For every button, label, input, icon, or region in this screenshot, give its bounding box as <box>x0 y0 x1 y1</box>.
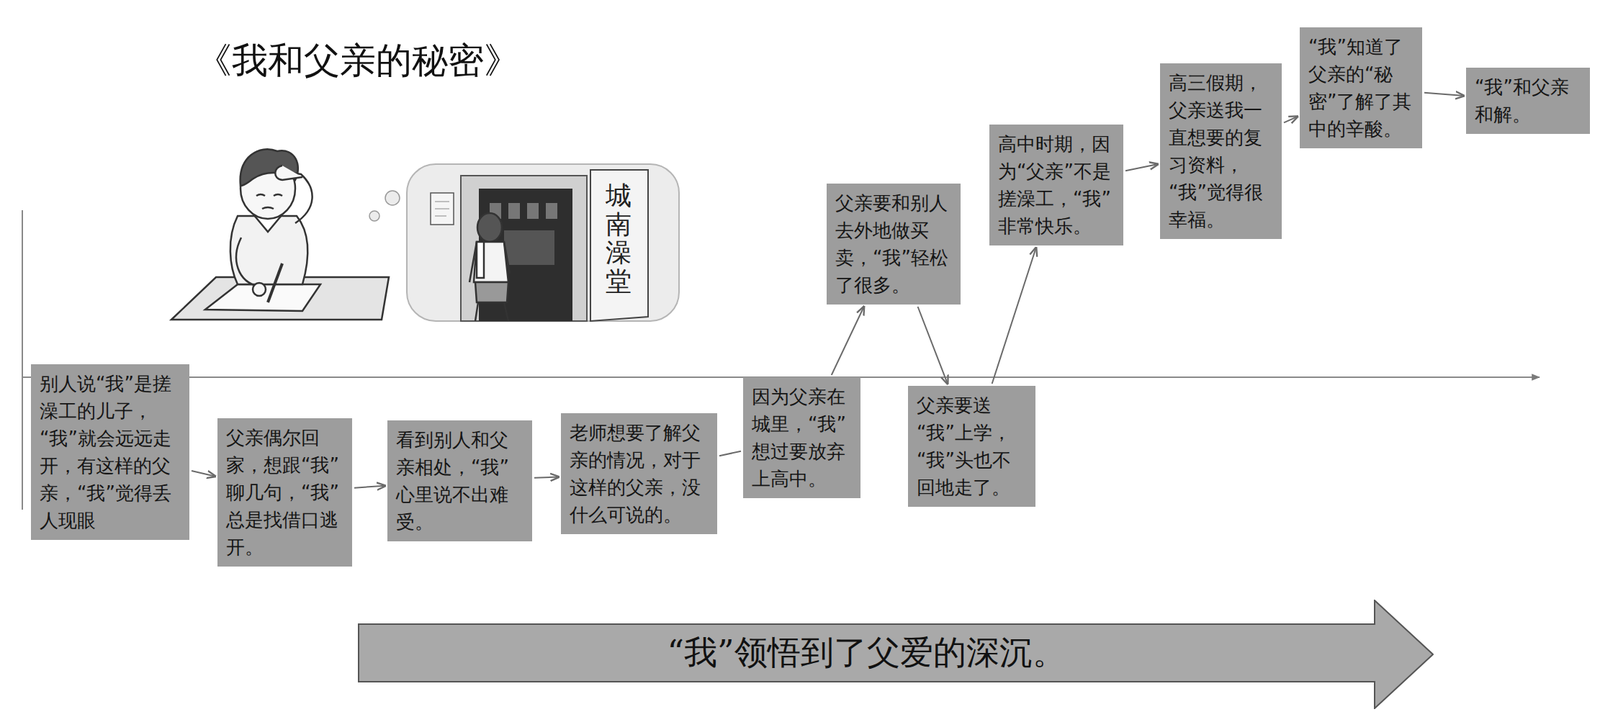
box-text: 父亲要和别人去外地做买卖，“我”轻松了很多。 <box>835 189 952 299</box>
event-box: 老师想要了解父亲的情况，对于这样的父亲，没什么可说的。 <box>560 413 718 535</box>
arrow-band: “我”领悟到了父爱的深沉。 <box>357 599 1434 710</box>
flow-arrow <box>1424 92 1464 96</box>
box-text: “我”知道了父亲的“秘密”了解了其中的辛酸。 <box>1308 33 1414 143</box>
box-text: 老师想要了解父亲的情况，对于这样的父亲，没什么可说的。 <box>569 419 709 529</box>
event-box: 高三假期，父亲送我一直想要的复习资料，“我”觉得很幸福。 <box>1160 63 1282 240</box>
event-box: 父亲要送“我”上学，“我”头也不回地走了。 <box>908 385 1036 507</box>
sign-text: 城南澡堂 <box>605 181 632 296</box>
flow-arrow <box>719 451 741 457</box>
flow-arrow <box>1125 164 1158 171</box>
flow-arrow <box>534 476 559 478</box>
flow-arrow <box>1283 116 1298 124</box>
box-text: 父亲要送“我”上学，“我”头也不回地走了。 <box>916 391 1027 502</box>
box-text: 高中时期，因为“父亲”不是搓澡工，“我”非常快乐。 <box>998 130 1115 240</box>
arrow-band-outline <box>358 600 1433 709</box>
band-text: “我”领悟到了父爱的深沉。 <box>357 624 1375 682</box>
event-box: 父亲要和别人去外地做买卖，“我”轻松了很多。 <box>826 183 961 305</box>
event-box: 高中时期，因为“父亲”不是搓澡工，“我”非常快乐。 <box>989 124 1124 246</box>
event-box: 父亲偶尔回家，想跟“我”聊几句，“我”总是找借口逃开。 <box>217 418 353 567</box>
box-text: 因为父亲在城里，“我”想过要放弃上高中。 <box>751 383 852 493</box>
event-box: 因为父亲在城里，“我”想过要放弃上高中。 <box>743 377 861 499</box>
box-text: 别人说“我”是搓澡工的儿子，“我”就会远远走开，有这样的父亲，“我”觉得丢人现眼 <box>39 370 181 535</box>
axis-start-bar <box>21 210 24 510</box>
flow-arrow <box>354 486 386 489</box>
box-text: 高三假期，父亲送我一直想要的复习资料，“我”觉得很幸福。 <box>1168 69 1274 234</box>
box-text: “我”和父亲和解。 <box>1474 73 1582 129</box>
event-box: 别人说“我”是搓澡工的儿子，“我”就会远远走开，有这样的父亲，“我”觉得丢人现眼 <box>30 364 190 541</box>
event-box: 看到别人和父亲相处，“我”心里说不出难受。 <box>387 420 533 542</box>
event-box: “我”和父亲和解。 <box>1466 67 1590 134</box>
bathhouse-scene <box>406 164 680 322</box>
flow-arrow <box>992 247 1037 384</box>
box-text: 父亲偶尔回家，想跟“我”聊几句，“我”总是找借口逃开。 <box>226 424 344 561</box>
diagram-title: 《我和父亲的秘密》 <box>195 37 520 85</box>
event-box: “我”知道了父亲的“秘密”了解了其中的辛酸。 <box>1299 27 1423 149</box>
thought-dots <box>369 190 400 222</box>
flow-arrow <box>831 306 865 376</box>
box-text: 看到别人和父亲相处，“我”心里说不出难受。 <box>396 426 524 536</box>
boy-figure <box>171 149 389 320</box>
flow-arrow <box>191 470 216 477</box>
flow-arrow <box>918 306 948 384</box>
